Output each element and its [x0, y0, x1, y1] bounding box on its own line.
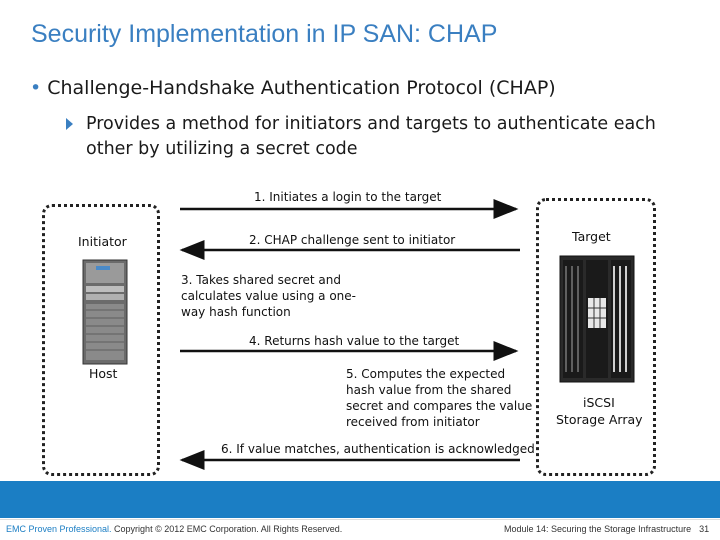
- step-5-line4: received from initiator: [346, 414, 480, 430]
- footer-module: Module 14: Securing the Storage Infrastr…: [504, 524, 709, 534]
- footer-copyright-text: Copyright © 2012 EMC Corporation. All Ri…: [112, 524, 343, 534]
- footer-brand: EMC Proven Professional.: [6, 524, 112, 534]
- footer-module-text: Module 14: Securing the Storage Infrastr…: [504, 524, 691, 534]
- step-5-line2: hash value from the shared: [346, 382, 511, 398]
- step-5-line1: 5. Computes the expected: [346, 366, 505, 382]
- step-3-line3: way hash function: [181, 304, 291, 320]
- step-3-line1: 3. Takes shared secret and: [181, 272, 341, 288]
- step-1: 1. Initiates a login to the target: [254, 189, 441, 205]
- initiator-label: Initiator: [78, 234, 127, 249]
- array-label-line2: Storage Array: [556, 412, 643, 427]
- host-label: Host: [89, 366, 117, 381]
- step-3-line2: calculates value using a one-: [181, 288, 356, 304]
- page-number: 31: [699, 524, 709, 534]
- target-label: Target: [572, 229, 611, 244]
- step-4: 4. Returns hash value to the target: [249, 333, 459, 349]
- step-5-line3: secret and compares the value: [346, 398, 532, 414]
- step-2: 2. CHAP challenge sent to initiator: [249, 232, 455, 248]
- footer-bar: [0, 481, 720, 518]
- footer-copyright: EMC Proven Professional. Copyright © 201…: [6, 524, 342, 534]
- footer-divider: [0, 519, 720, 520]
- storage-array-icon: [560, 256, 634, 382]
- host-server-icon: [83, 260, 127, 364]
- array-label-line1: iSCSI: [583, 395, 615, 410]
- step-6: 6. If value matches, authentication is a…: [221, 441, 535, 457]
